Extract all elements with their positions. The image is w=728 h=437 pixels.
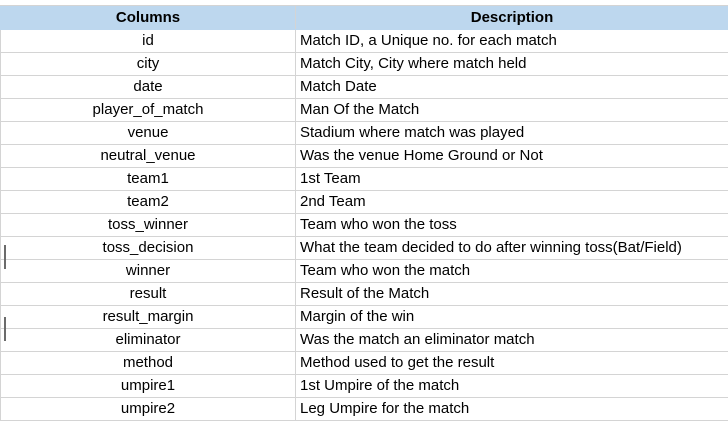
description-cell[interactable]: Team who won the toss bbox=[295, 213, 728, 237]
column-name-cell[interactable]: player_of_match bbox=[0, 98, 296, 122]
column-name-cell[interactable]: toss_winner bbox=[0, 213, 296, 237]
column-name-cell[interactable]: umpire1 bbox=[0, 374, 296, 398]
previous-row-strip[interactable] bbox=[0, 0, 728, 6]
columns-header-cell[interactable]: Columns bbox=[0, 6, 296, 30]
description-cell[interactable]: Was the match an eliminator match bbox=[295, 328, 728, 352]
column-name-cell[interactable]: method bbox=[0, 351, 296, 375]
column-name-cell[interactable]: result_margin bbox=[0, 305, 296, 329]
description-cell[interactable]: What the team decided to do after winnin… bbox=[295, 236, 728, 260]
description-cell[interactable]: Match City, City where match held bbox=[295, 52, 728, 76]
description-cell[interactable]: Match Date bbox=[295, 75, 728, 99]
description-cell[interactable]: 2nd Team bbox=[295, 190, 728, 214]
description-cell[interactable]: Result of the Match bbox=[295, 282, 728, 306]
header-row: Columns Description bbox=[0, 6, 728, 30]
column-name-cell[interactable]: city bbox=[0, 52, 296, 76]
column-name-cell[interactable]: team1 bbox=[0, 167, 296, 191]
description-cell[interactable]: 1st Team bbox=[295, 167, 728, 191]
column-name-cell[interactable]: date bbox=[0, 75, 296, 99]
row-selection-marker bbox=[4, 245, 6, 269]
description-cell[interactable]: Man Of the Match bbox=[295, 98, 728, 122]
column-name-cell[interactable]: winner bbox=[0, 259, 296, 283]
column-name-cell[interactable]: result bbox=[0, 282, 296, 306]
description-header-cell[interactable]: Description bbox=[295, 6, 728, 30]
column-name-cell[interactable]: venue bbox=[0, 121, 296, 145]
description-cell[interactable]: Team who won the match bbox=[295, 259, 728, 283]
column-name-cell[interactable]: team2 bbox=[0, 190, 296, 214]
description-cell[interactable]: Margin of the win bbox=[295, 305, 728, 329]
row-selection-marker bbox=[4, 317, 6, 341]
description-cell[interactable]: Method used to get the result bbox=[295, 351, 728, 375]
description-cell[interactable]: Stadium where match was played bbox=[295, 121, 728, 145]
column-name-cell[interactable]: umpire2 bbox=[0, 397, 296, 421]
column-name-cell[interactable]: toss_decision bbox=[0, 236, 296, 260]
column-name-cell[interactable]: neutral_venue bbox=[0, 144, 296, 168]
column-name-cell[interactable]: eliminator bbox=[0, 328, 296, 352]
column-name-cell[interactable]: id bbox=[0, 29, 296, 53]
description-cell[interactable]: Leg Umpire for the match bbox=[295, 397, 728, 421]
description-cell[interactable]: Match ID, a Unique no. for each match bbox=[295, 29, 728, 53]
description-cell[interactable]: 1st Umpire of the match bbox=[295, 374, 728, 398]
description-cell[interactable]: Was the venue Home Ground or Not bbox=[295, 144, 728, 168]
